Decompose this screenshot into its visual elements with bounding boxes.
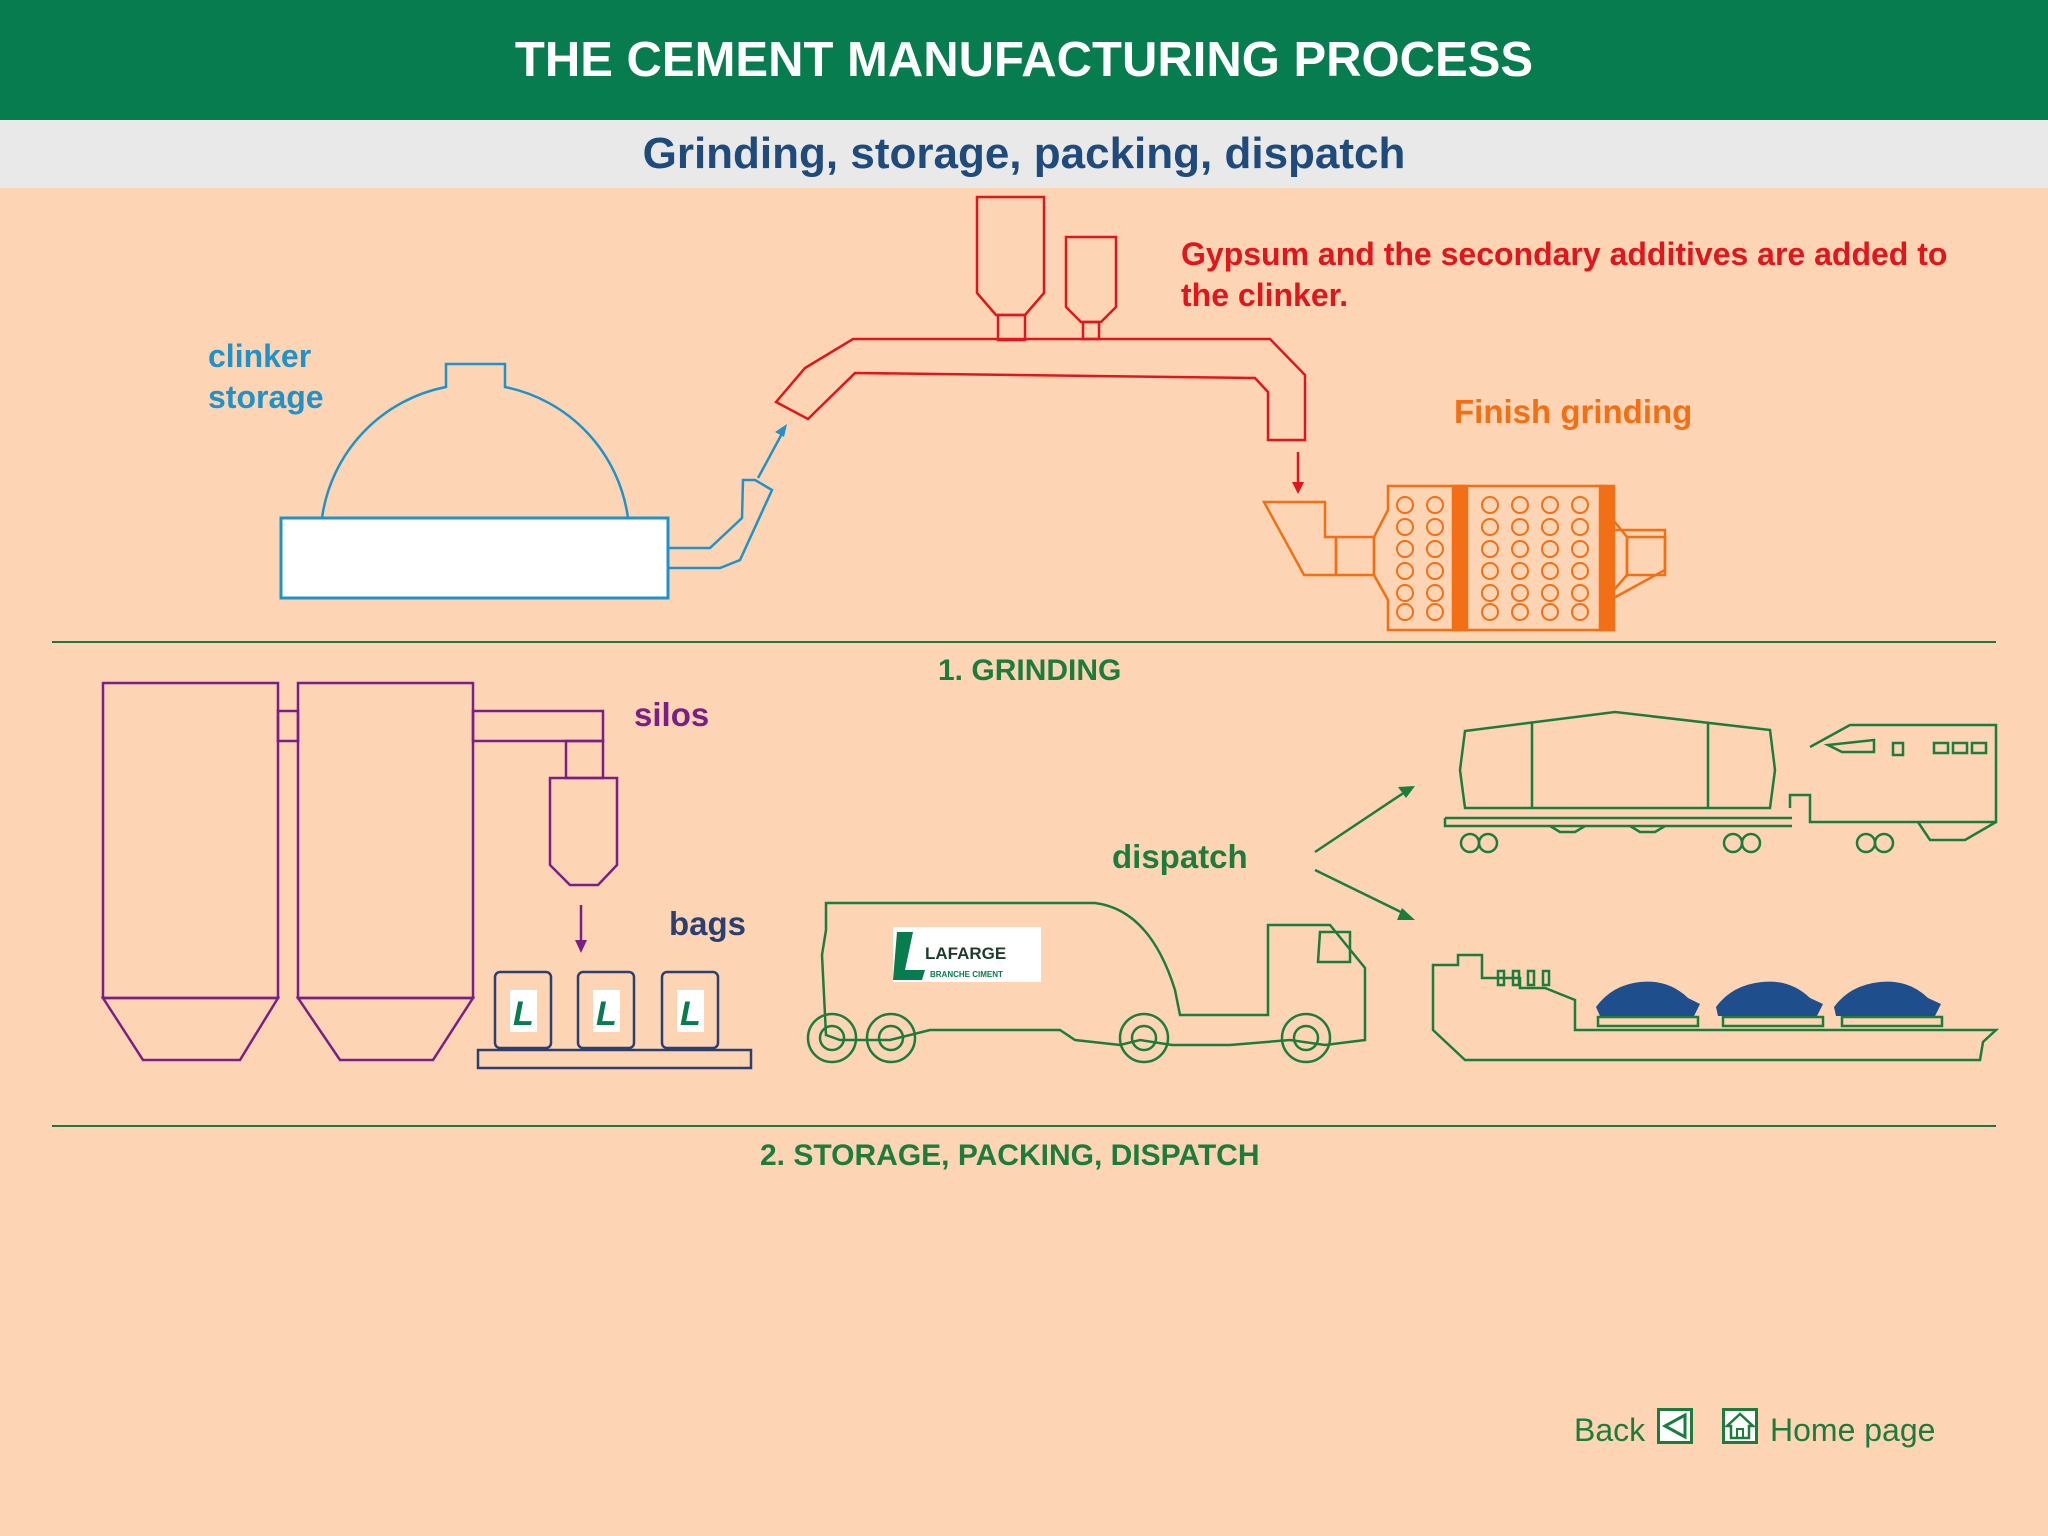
bag-logo: L <box>596 995 617 1033</box>
home-icon <box>1722 1408 1758 1452</box>
finish-grinding-label: Finish grinding <box>1454 393 1693 430</box>
truck-logo-subtitle: BRANCHE CIMENT <box>930 970 1003 979</box>
back-label: Back <box>1574 1411 1646 1448</box>
silos <box>100 681 619 1062</box>
ship-cargo-piles <box>1596 981 1941 1016</box>
cargo-ship <box>1431 953 2000 1062</box>
additive-conveyor <box>774 195 1307 494</box>
truck-logo-mark <box>893 932 925 980</box>
silos-label: silos <box>634 696 710 733</box>
page-subtitle: Grinding, storage, packing, dispatch <box>0 120 2048 188</box>
home-page-label: Home page <box>1770 1411 1936 1448</box>
cement-mill <box>1261 484 1667 632</box>
bags-pallet <box>476 970 753 1070</box>
rail-train <box>1443 710 1998 854</box>
section-title-storage: 2. STORAGE, PACKING, DISPATCH <box>760 1139 1260 1172</box>
truck-logo: LAFARGE <box>925 944 1006 963</box>
bag-logo: L <box>513 995 534 1033</box>
back-arrow-icon <box>1657 1408 1694 1452</box>
bags-label: bags <box>669 905 747 942</box>
back-button[interactable]: Back <box>1574 1408 1694 1452</box>
home-page-button[interactable]: Home page <box>1722 1408 1935 1452</box>
dispatch-arrows <box>1314 786 1415 920</box>
bulk-truck <box>806 901 1367 1064</box>
clinker-storage-dome <box>279 362 787 600</box>
gypsum-note: Gypsum and the secondary additives are a… <box>1181 236 1948 313</box>
clinker-storage-label: clinker storage <box>208 338 324 415</box>
section-title-grinding: 1. GRINDING <box>938 654 1122 687</box>
dispatch-label: dispatch <box>1112 838 1248 875</box>
bag-logo: L <box>680 995 701 1033</box>
page-header: THE CEMENT MANUFACTURING PROCESS <box>0 0 2048 120</box>
